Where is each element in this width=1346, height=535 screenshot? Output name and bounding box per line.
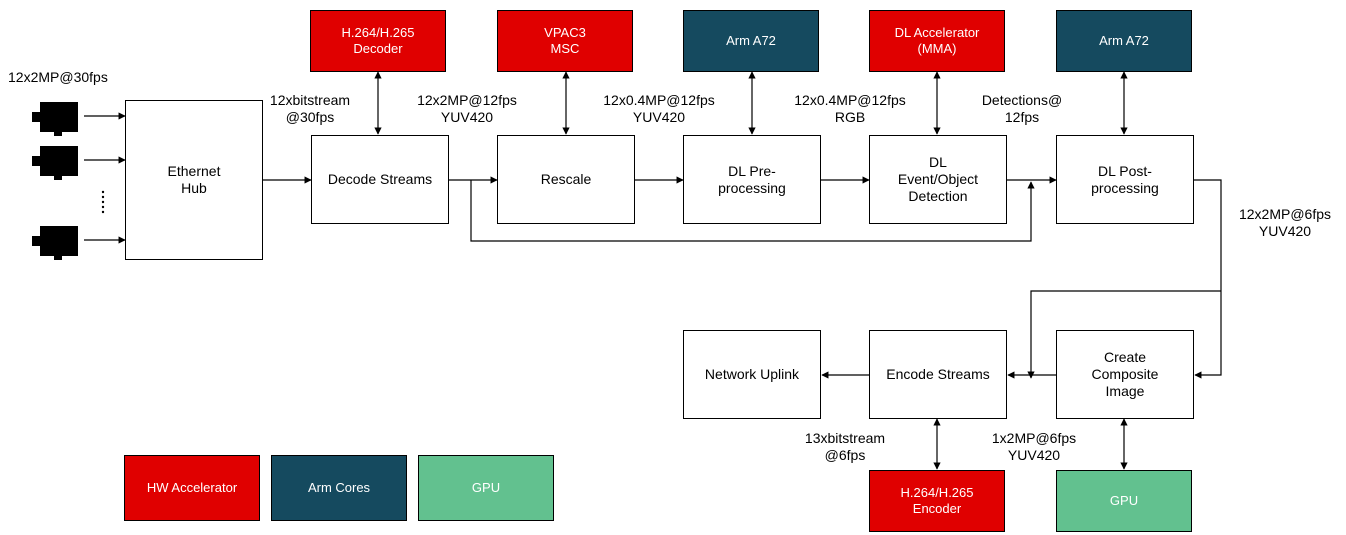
cam-input-label: 12x2MP@30fps [8, 69, 108, 85]
vpac-unit: VPAC3 MSC [497, 10, 633, 72]
arm-a72-unit-2: Arm A72 [1056, 10, 1192, 72]
bitstream-in-label: 12xbitstream @30fps [269, 92, 351, 125]
ethernet-hub-node: Ethernet Hub [125, 100, 263, 260]
dl-postprocessing-node: DL Post- processing [1056, 135, 1194, 224]
post-to-encode-arrow [1027, 290, 1221, 379]
ellipsis-dots [101, 190, 105, 214]
video-camera-icon [32, 102, 78, 136]
detections-label: Detections@ 12fps [981, 92, 1063, 125]
scaled-label: 12x0.4MP@12fps YUV420 [603, 92, 715, 125]
mma-unit: DL Accelerator (MMA) [869, 10, 1005, 72]
composite-out-label: 1x2MP@6fps YUV420 [991, 430, 1077, 463]
legend-arm-cores: Arm Cores [271, 455, 407, 521]
dl-preprocessing-node: DL Pre- processing [683, 135, 821, 224]
decode-streams-node: Decode Streams [311, 135, 449, 224]
decoded-label: 12x2MP@12fps YUV420 [417, 92, 517, 125]
create-composite-node: Create Composite Image [1056, 330, 1194, 419]
encode-streams-node: Encode Streams [869, 330, 1007, 419]
bitstream-out-label: 13xbitstream @6fps [804, 430, 886, 463]
encoder-unit: H.264/H.265 Encoder [869, 470, 1005, 532]
decoder-unit: H.264/H.265 Decoder [310, 10, 446, 72]
rescale-node: Rescale [497, 135, 635, 224]
rgb-label: 12x0.4MP@12fps RGB [794, 92, 906, 125]
video-camera-icon [32, 226, 78, 260]
legend-gpu: GPU [418, 455, 554, 521]
post-to-composite-arrow [1194, 179, 1222, 379]
gpu-unit: GPU [1056, 470, 1192, 532]
network-uplink-node: Network Uplink [683, 330, 821, 419]
video-camera-icon [32, 146, 78, 180]
arm-a72-unit-1: Arm A72 [683, 10, 819, 72]
post-out-label: 12x2MP@6fps YUV420 [1238, 206, 1332, 239]
legend-hw-accelerator: HW Accelerator [124, 455, 260, 521]
dl-detection-node: DL Event/Object Detection [869, 135, 1007, 224]
bypass-arrow [470, 180, 1035, 242]
